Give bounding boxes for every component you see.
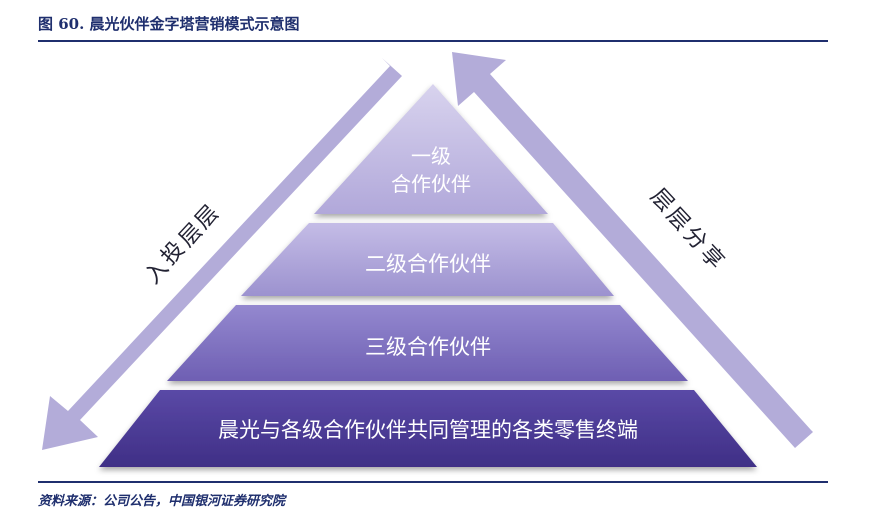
tier-1-label-line2: 合作伙伴 [391,172,471,196]
source-note: 资料来源：公司公告，中国银河证券研究院 [38,494,286,509]
tier-4-shape [99,390,757,467]
top-divider [38,40,828,42]
tier-2-label: 二级合作伙伴 [365,252,491,276]
tier-2-shape [241,223,614,296]
tier-1-shape [314,84,548,214]
pyramid: 一级 合作伙伴 二级合作伙伴 三级合作伙伴 晨光与各级合作伙伴共同管理的各类零售… [99,84,757,467]
left-arrow-shape [42,58,402,450]
right-arrow-shape [452,52,813,448]
tier-4-label: 晨光与各级合作伙伴共同管理的各类零售终端 [218,418,638,442]
figure-title: 图 60. 晨光伙伴金字塔营销模式示意图 [38,15,300,33]
tier-3-shape [167,305,688,381]
tier-1-label-line1: 一级 [411,144,451,168]
bottom-divider [38,481,828,483]
tier-3-label: 三级合作伙伴 [365,335,491,359]
